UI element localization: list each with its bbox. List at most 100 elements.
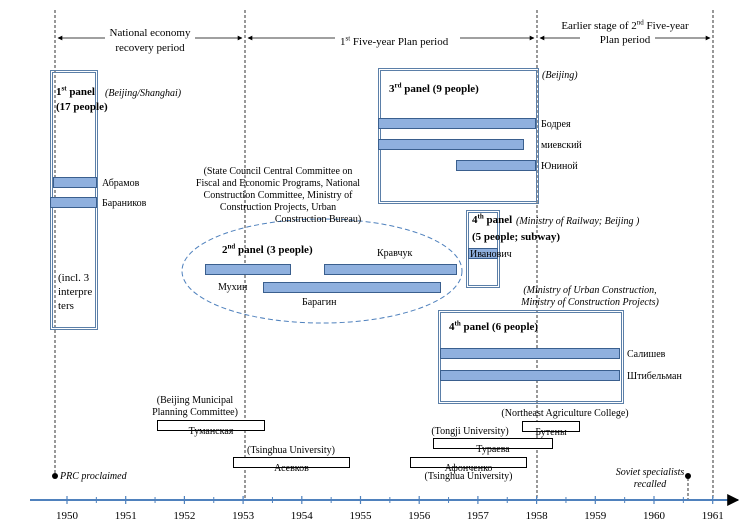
panel1-name-baranikov: Бараников <box>102 198 147 209</box>
bmpc-label-1: (Beijing Municipal <box>156 395 234 406</box>
panel4a-box <box>466 210 500 288</box>
panel1-note-3: ters <box>58 300 74 312</box>
year-label: 1950 <box>56 510 78 522</box>
plan1-label: 1st Five-year Plan period <box>340 35 449 48</box>
panel2-committee-5: Construction Bureau) <box>274 214 362 225</box>
bmpc-label-2: Planning Committee) <box>152 407 238 418</box>
afon-name: Афонченко <box>444 463 493 474</box>
panel2-committee-1: (State Council Central Committee on <box>203 166 353 177</box>
panel3-box <box>378 68 539 204</box>
year-label: 1951 <box>114 510 137 522</box>
panel3-name-yuninoy: Юниной <box>541 161 578 172</box>
panel4a-name-ivanovich: Иванович <box>470 249 512 260</box>
prc-label: PRC proclaimed <box>60 471 127 482</box>
plan1-prefix: 1 <box>340 36 346 48</box>
panel2-bar-kravchuk <box>324 264 457 275</box>
panel3-name-mievsky: миевский <box>541 140 582 151</box>
tuarev-bar: Тураева <box>433 438 553 455</box>
panel4b-where-2: Ministry of Construction Projects) <box>521 297 659 308</box>
panel2-name-mukhin: Мухин <box>218 282 248 293</box>
neac-label: (Northeast Agriculture College) <box>501 408 629 419</box>
panel4b-word: panel (6 people) <box>460 321 539 333</box>
tuman-bar: Туманская <box>157 420 265 437</box>
panel1-note-1: (incl. 3 <box>58 272 90 284</box>
panel2-title: 2nd panel (3 people) <box>222 243 313 256</box>
recovery-label-2: recovery period <box>115 42 185 54</box>
panel1-name-abramov: Абрамов <box>102 178 140 189</box>
recall-dot <box>685 473 691 479</box>
panel3-title: 3rd panel (9 people) <box>389 81 479 95</box>
panel4a-bar-ivanovich <box>468 248 498 259</box>
panel2-bar-baragin <box>263 282 441 293</box>
panel1-bar-baranikov <box>50 197 97 208</box>
panel3-bar-yuninoy <box>456 160 536 171</box>
asevkov-name: Асевков <box>274 463 309 474</box>
panel2-word: panel (3 people) <box>235 244 313 256</box>
plan1-text: Five-year Plan period <box>352 36 449 48</box>
panel1-title: 1st panel <box>56 84 95 98</box>
plan2-l1-pre: Earlier stage of 2 <box>561 20 637 32</box>
recovery-label-1: National economy <box>109 27 191 39</box>
year-label: 1954 <box>290 510 313 522</box>
year-label: 1961 <box>701 510 724 522</box>
panel4a-num: 4 <box>472 214 478 226</box>
panel3-sup: rd <box>394 81 402 90</box>
panel3-bar-mievsky <box>378 139 524 150</box>
tsinghua1-label: (Tsinghua University) <box>247 445 335 456</box>
plan2-label-2: Plan period <box>599 34 651 46</box>
panel3-num: 3 <box>389 83 395 95</box>
year-label: 1953 <box>232 510 255 522</box>
afon-bar: Афонченко <box>410 457 527 474</box>
panel3-name-bodreya: Бодрея <box>541 119 571 130</box>
plan2-label-1: Earlier stage of 2nd Five-year <box>560 18 690 32</box>
panel1-where: (Beijing/Shanghai) <box>105 88 182 99</box>
year-label: 1957 <box>466 510 489 522</box>
year-label: 1952 <box>173 510 196 522</box>
year-label: 1959 <box>584 510 607 522</box>
year-label: 1956 <box>408 510 431 522</box>
plan2-sup: nd <box>636 18 644 27</box>
panel4b-bar-shtibelman <box>440 370 620 381</box>
asevkov-bar: Асевков <box>233 457 350 474</box>
tongji-label: (Tongji University) <box>431 426 509 437</box>
panel1-people: (17 people) <box>56 101 108 113</box>
panel2-name-kravchuk: Кравчук <box>377 248 413 259</box>
panel2-committee-3: Construction Committee, Ministry of <box>203 190 353 201</box>
panel4b-name-salishev: Салишев <box>627 349 666 360</box>
panel3-where: (Beijing) <box>542 70 578 81</box>
year-label: 1955 <box>349 510 372 522</box>
panel2-bar-mukhin <box>205 264 291 275</box>
panel4b-box <box>438 310 624 404</box>
buteny-bar: Бутены <box>522 421 580 438</box>
panel2-name-baragin: Барагин <box>302 297 337 308</box>
panel4b-name-shtibelman: Штибельман <box>627 371 682 382</box>
panel4b-where-1: (Ministry of Urban Construction, <box>523 285 657 296</box>
panel2-num: 2 <box>222 244 228 256</box>
panel4a-word: panel <box>483 214 513 226</box>
panel1-word: panel <box>66 86 95 98</box>
panel4b-bar-salishev <box>440 348 620 359</box>
buteny-name: Бутены <box>535 427 567 438</box>
prc-dot <box>52 473 58 479</box>
panel4b-num: 4 <box>449 321 455 333</box>
panel4b-sup: th <box>454 319 461 328</box>
panel2-committee-2: Fiscal and Economic Programs, National <box>195 178 361 189</box>
panel2-committee-4: Construction Projects, Urban <box>219 202 337 213</box>
panel4a-title: 4th panel <box>472 213 513 226</box>
panel1-sup: st <box>61 84 67 93</box>
panel3-word: panel (9 people) <box>401 83 479 95</box>
year-label: 1960 <box>643 510 665 522</box>
tsinghua2-label: (Tsinghua University) <box>424 471 513 482</box>
panel1-note-2: interpre <box>58 286 93 298</box>
panel4a-where: (Ministry of Railway; Beijing ) <box>516 216 640 227</box>
panel3-bar-bodreya <box>378 118 536 129</box>
panel4a-people: (5 people; subway) <box>472 231 561 243</box>
soviet-label-2: recalled <box>633 479 667 490</box>
panel4b-title: 4th panel (6 people) <box>449 319 539 333</box>
panel1-bar-abramov <box>53 177 97 188</box>
panel1-num: 1 <box>56 86 62 98</box>
axis-ticks <box>66 496 714 504</box>
plan2-l1-post: Five-year <box>643 20 689 32</box>
